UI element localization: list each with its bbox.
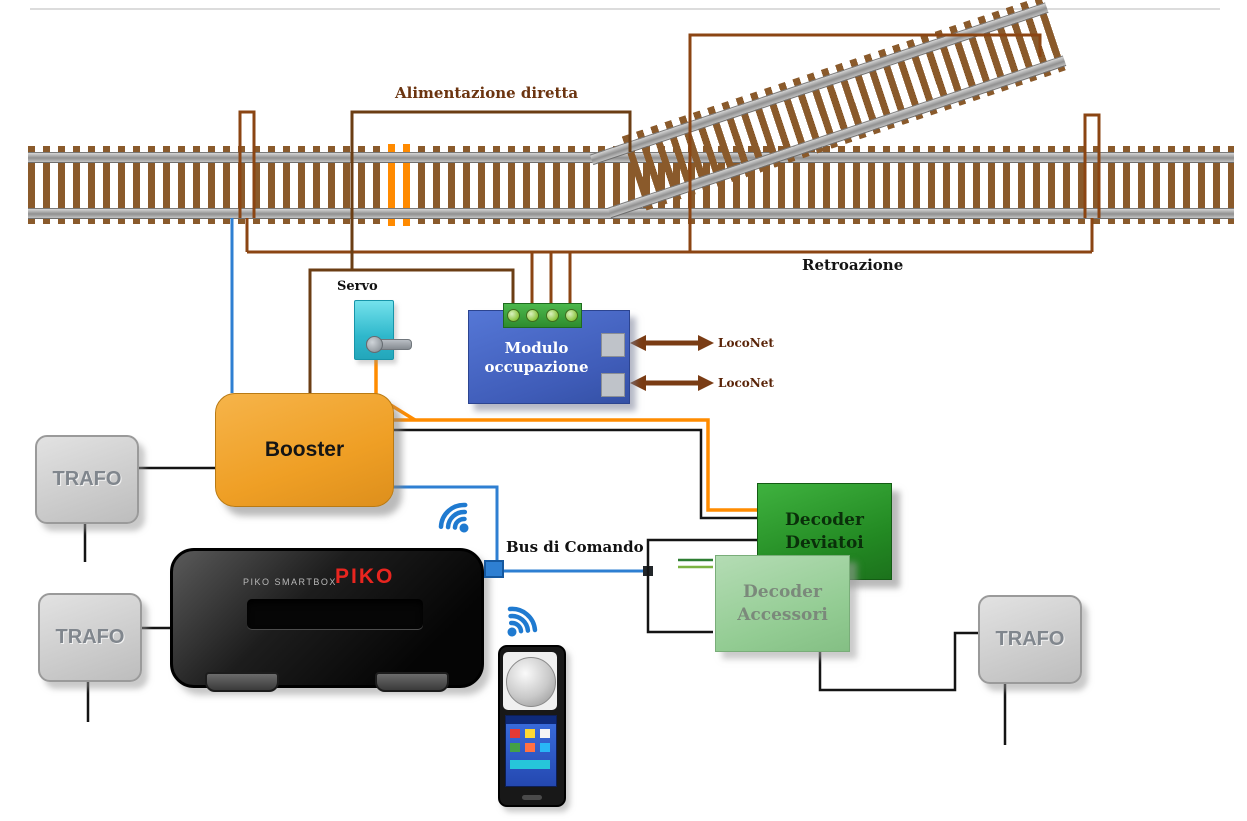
wire-dcc-return-black: [392, 428, 757, 520]
terminal-screw: [507, 309, 521, 322]
phone-screen: [505, 715, 557, 787]
trafo-label: TRAFO: [55, 626, 125, 648]
phone-statusbar: [506, 716, 556, 724]
double-arrow-icon: [630, 375, 714, 391]
app-tile: [540, 729, 550, 738]
smartphone-controller: [498, 645, 566, 807]
loconet-socket-bottom: [601, 373, 625, 397]
smartbox-model-text: PIKO SMARTBOX: [243, 577, 337, 587]
loconet-label-bottom: LocoNet: [718, 376, 774, 390]
app-tile: [540, 743, 550, 752]
terminal-screw: [564, 309, 578, 322]
app-tile: [525, 729, 535, 738]
booster-label: Booster: [264, 438, 345, 461]
wifi-icon: [497, 604, 540, 646]
occupancy-module-label: Modulo occupazione: [484, 339, 589, 376]
app-bottom-bar: [510, 760, 550, 769]
smartbox-foot-right: [375, 672, 449, 692]
turnout-decoder-label: Decoder Deviatoi: [785, 510, 864, 553]
servo-label: Servo: [337, 279, 378, 294]
servo-hub: [366, 336, 383, 353]
trafo-right: TRAFO: [978, 595, 1082, 684]
double-arrow-icon: [630, 335, 714, 351]
command-bus-plug: [484, 560, 504, 578]
app-tile: [525, 743, 535, 752]
module-terminal-strip: [503, 303, 582, 328]
terminal-screw: [526, 309, 540, 322]
command-bus-label: Bus di Comando: [506, 538, 644, 556]
trafo-left-bottom: TRAFO: [38, 593, 142, 682]
trafo-label: TRAFO: [52, 468, 122, 490]
phone-home-button: [522, 795, 542, 800]
accessory-decoder-box: Decoder Accessori: [715, 555, 850, 652]
booster-box: Booster: [215, 393, 394, 507]
wire-dcc-orange: [392, 418, 757, 512]
bus-junction-connector: [643, 566, 653, 576]
loconet-label-top: LocoNet: [718, 336, 774, 350]
piko-logo: PIKO: [335, 565, 395, 588]
terminal-screw: [545, 309, 559, 322]
trafo-label: TRAFO: [995, 628, 1065, 650]
app-tile: [510, 743, 520, 752]
wire-bus-to-accessory-decoder: [646, 571, 713, 634]
smartbox-device: PIKO SMARTBOX PIKO: [170, 548, 484, 692]
page-top-rule: [30, 8, 1220, 10]
feedback-label: Retroazione: [802, 256, 904, 274]
accessory-decoder-label: Decoder Accessori: [737, 582, 828, 625]
phone-top-panel: [503, 652, 557, 710]
smartbox-foot-left: [205, 672, 279, 692]
trafo-left-top: TRAFO: [35, 435, 139, 524]
smartbox-slot: [247, 599, 423, 629]
wifi-icon: [436, 500, 479, 542]
app-tile: [510, 729, 520, 738]
throttle-knob: [506, 657, 556, 707]
direct-feed-label: Alimentazione diretta: [395, 84, 579, 102]
loconet-socket-top: [601, 333, 625, 357]
